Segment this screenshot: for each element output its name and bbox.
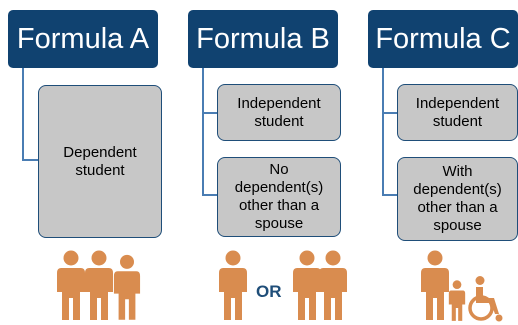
adult-icon [85,250,113,320]
no-dependents-box: No dependent(s) other than a spouse [217,157,341,237]
connector-b-horizontal-1 [202,112,217,114]
child-icon [448,280,466,321]
no-dependents-label: No dependent(s) other than a spouse [234,161,324,232]
connector-c-horizontal-1 [382,112,397,114]
formula-c-header: Formula C [368,10,518,68]
connector-a-horizontal [22,159,38,161]
formula-c-title: Formula C [375,22,511,55]
independent-student-box-c: Independent student [397,84,518,141]
connector-c-vertical [382,68,384,196]
independent-student-label-c: Independent student [415,94,500,130]
adult-icon [219,250,247,320]
connector-c-horizontal-2 [382,194,397,196]
dependent-student-label: Dependent student [63,143,137,179]
formula-b-header: Formula B [188,10,338,68]
adult-icon [57,250,85,320]
wheelchair-icon [468,276,503,322]
dependent-student-box: Dependent student [38,85,162,238]
formula-a-header: Formula A [8,10,158,68]
independent-student-label-b: Independent student [237,94,321,130]
connector-b-horizontal-2 [202,194,217,196]
or-label: OR [256,282,282,301]
independent-student-box-b: Independent student [217,84,341,141]
formula-b-title: Formula B [196,22,330,55]
adult-icon [421,250,449,320]
with-dependents-label: With dependent(s) other than a spouse [413,163,502,234]
adult-icon [319,250,347,320]
formula-a-title: Formula A [16,22,150,55]
with-dependents-box: With dependent(s) other than a spouse [397,157,518,241]
adult-icon [293,250,321,320]
connector-a-vertical [22,68,24,161]
connector-b-vertical [202,68,204,196]
adult-icon [113,254,141,320]
